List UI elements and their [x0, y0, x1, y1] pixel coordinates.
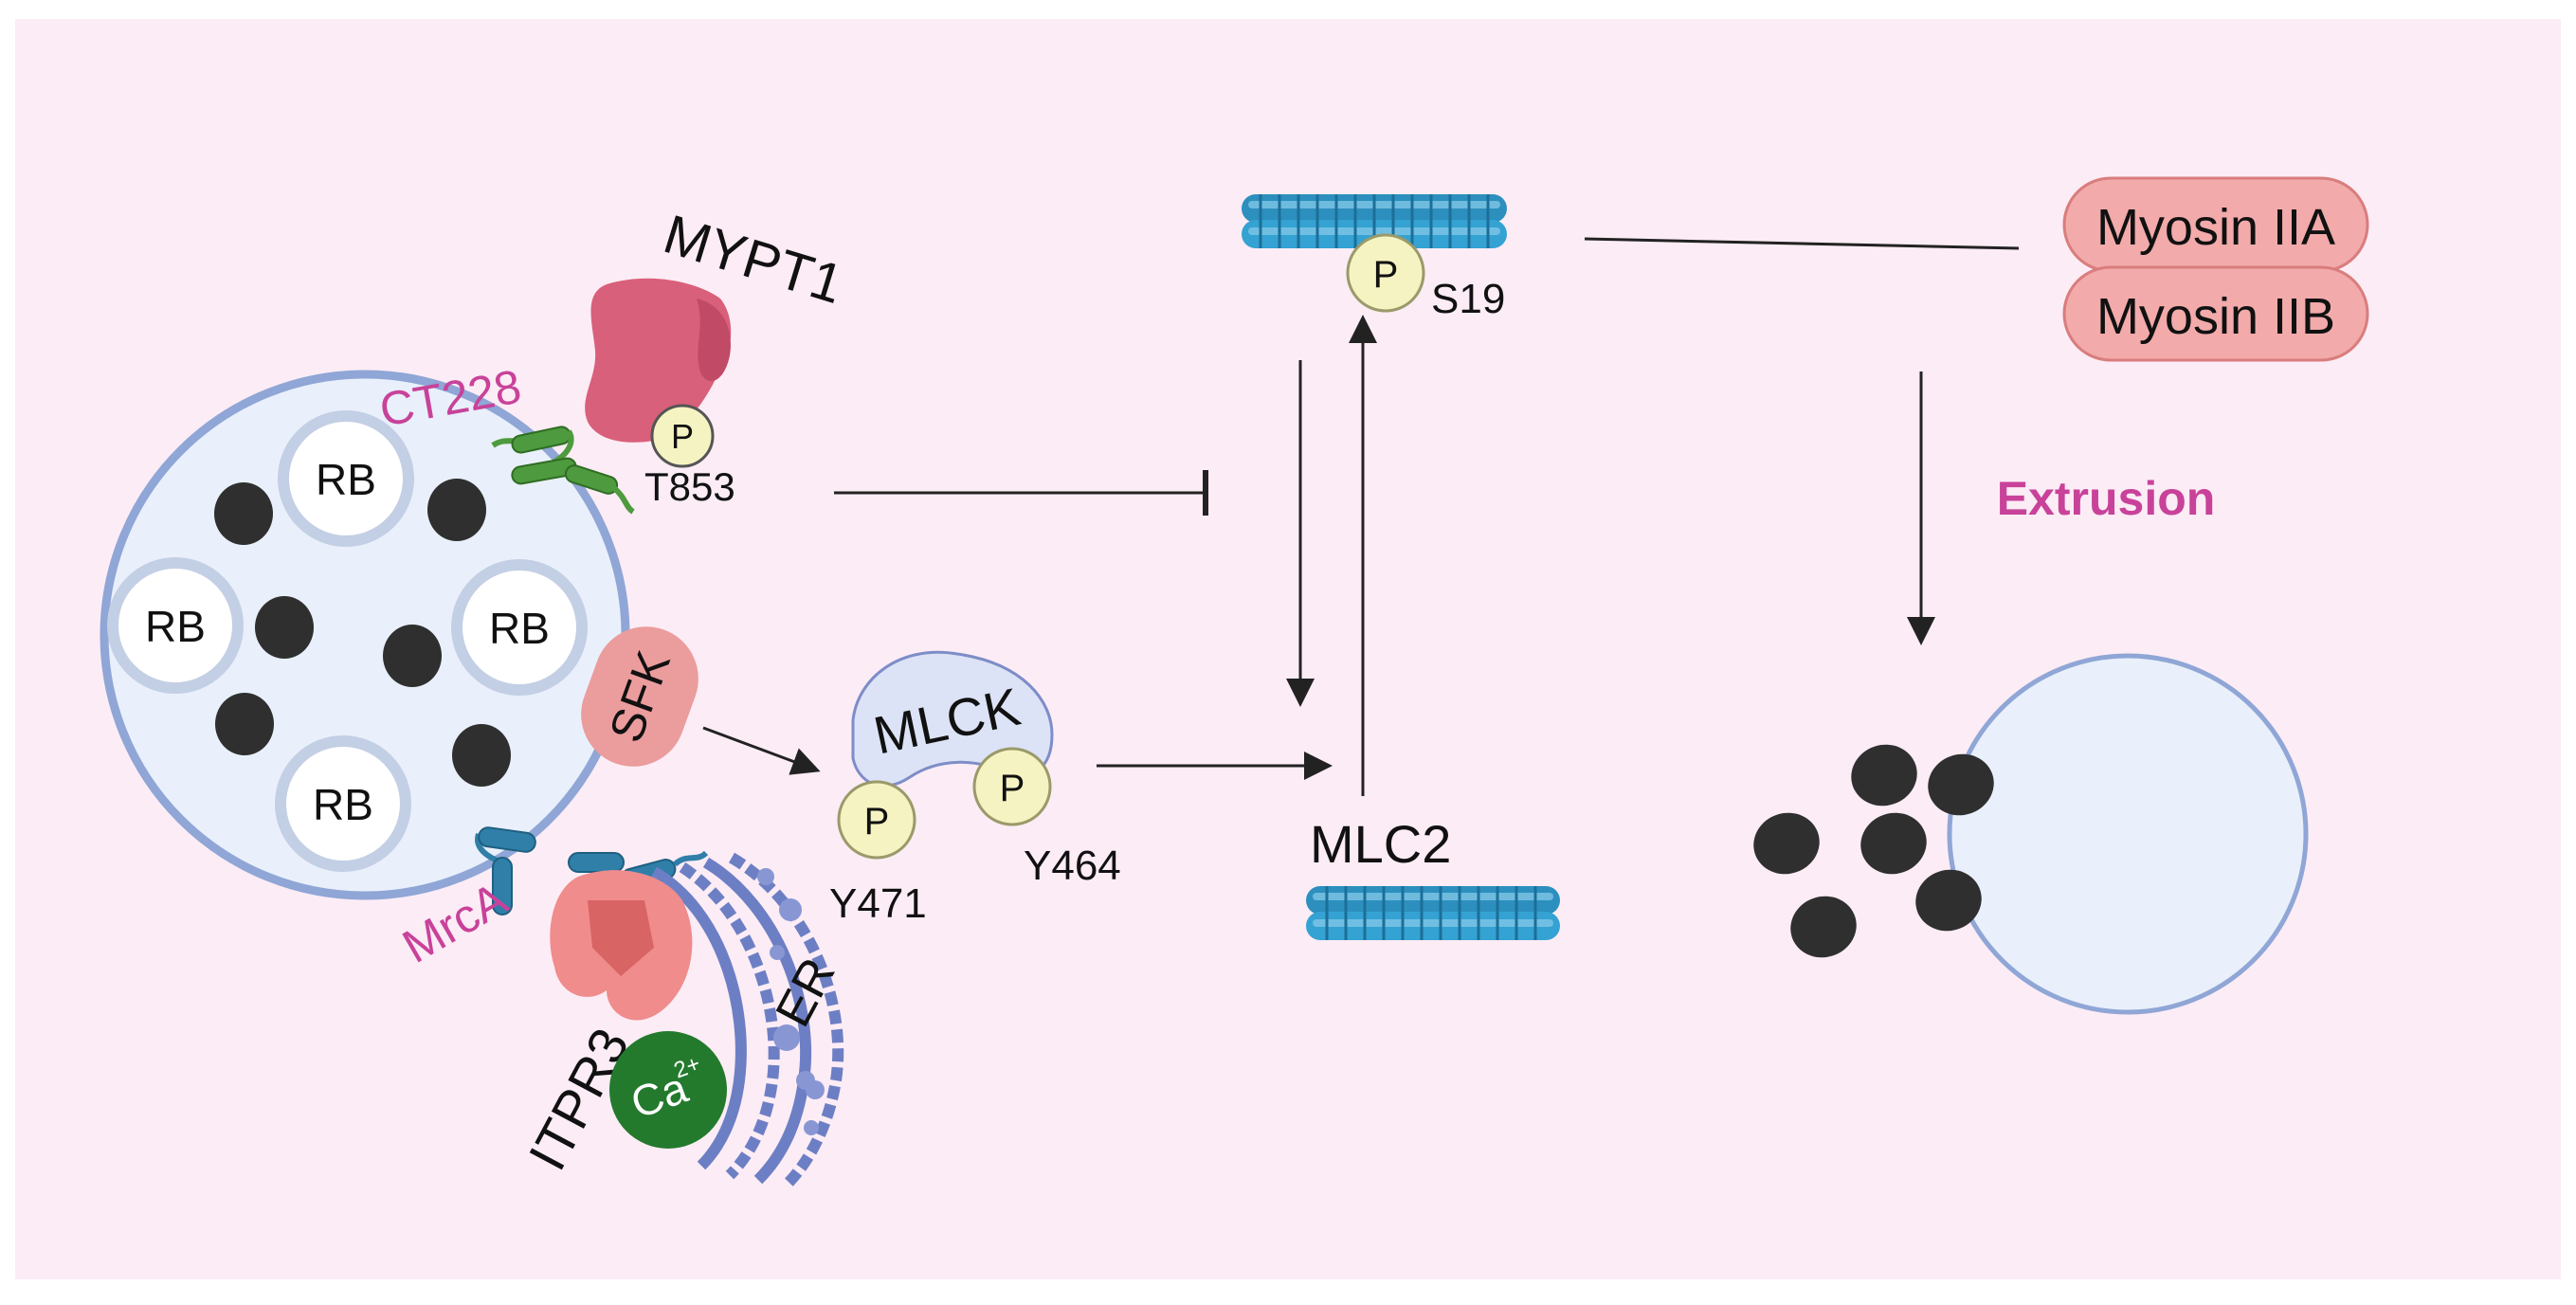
t853-label: T853 [644, 464, 735, 509]
myosin-iib-label: Myosin IIB [2096, 288, 2335, 345]
arrows [702, 237, 2020, 796]
phospho-label: P [864, 801, 890, 843]
mlc2-label: MLC2 [1310, 814, 1451, 874]
s19-label: S19 [1431, 276, 1505, 322]
extruded-inclusion-icon [1753, 653, 2309, 1015]
ct228-protein-icon [491, 426, 635, 515]
reticulate-body-icon: RB [107, 557, 244, 694]
sfk-protein-icon: SFK [581, 626, 698, 767]
myosin-filament-icon [1306, 886, 1560, 940]
elementary-body-icon [1753, 744, 1994, 958]
phospho-label: P [671, 417, 694, 456]
phospho-label: P [1000, 768, 1025, 809]
elementary-body-icon [214, 479, 511, 787]
phospho-y464-icon: P [972, 747, 1052, 826]
myosin-iia-box: Myosin IIA [2062, 176, 2369, 273]
reticulate-body-icon: RB [451, 559, 588, 696]
y471-label: Y471 [829, 880, 927, 927]
myosin-filament-icon [1242, 194, 1507, 248]
phospho-s19-icon: P [1346, 233, 1425, 313]
myosin-iia-label: Myosin IIA [2096, 199, 2335, 256]
itpr3-protein-icon [550, 870, 693, 1021]
phospho-t853-icon: P [650, 404, 715, 468]
phospho-label: P [1373, 254, 1399, 296]
mlc2-myosin-link-line [1584, 237, 2020, 250]
y464-label: Y464 [1024, 843, 1121, 889]
er-membrane-icon [650, 852, 844, 1189]
rb-label: RB [313, 780, 373, 829]
reticulate-body-icon: RB [278, 410, 414, 547]
myosin-iib-box: Myosin IIB [2062, 265, 2369, 362]
mypt1-protein-icon [585, 278, 732, 443]
rb-label: RB [145, 602, 206, 651]
reticulate-body-icon: RB [275, 735, 411, 872]
chlamydia-inclusion-icon: RB RB RB RB [100, 370, 630, 900]
calcium-ion-icon: Ca 2+ [609, 1031, 727, 1149]
rb-label: RB [316, 455, 376, 504]
phospho-y471-icon: P [837, 780, 916, 860]
sfk-to-mlck-arrow [702, 726, 821, 775]
extrusion-label: Extrusion [1997, 472, 2216, 525]
rb-label: RB [489, 604, 550, 653]
